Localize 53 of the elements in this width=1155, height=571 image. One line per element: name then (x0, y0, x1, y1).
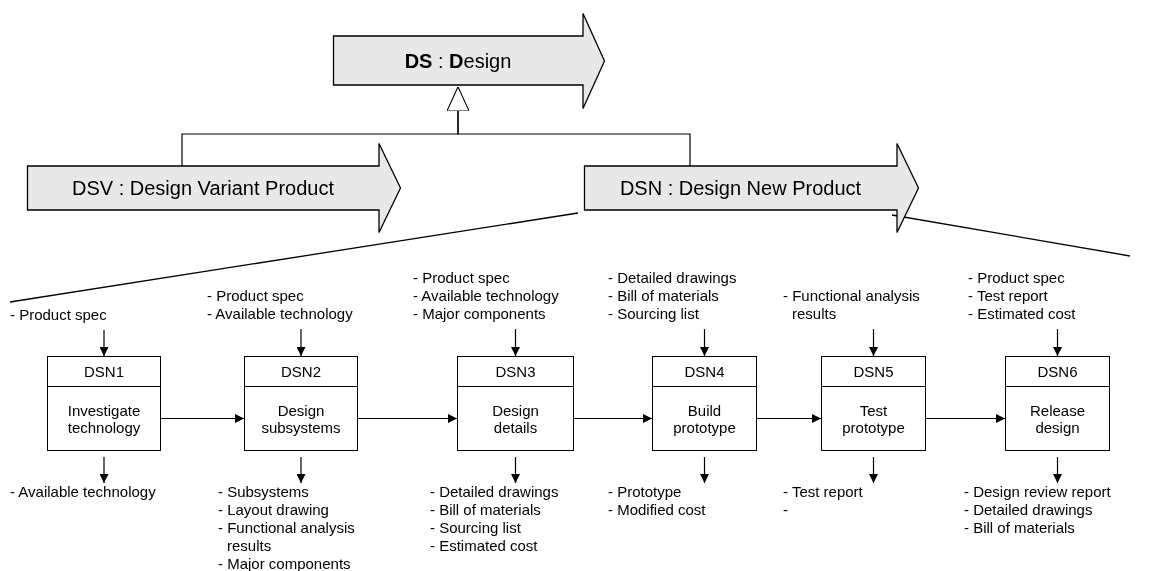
process-label: Design details (491, 401, 540, 436)
process-label: Investigate technology (66, 401, 142, 436)
output-list: - Detailed drawings - Bill of materials - Sourcing list - Estimated cost (430, 483, 600, 555)
generalization-arrow (446, 86, 691, 167)
input-list: - Detailed drawings - Bill of materials - Sourcing list (608, 269, 773, 323)
process-label: Build prototype (672, 401, 737, 436)
process-box (244, 356, 358, 451)
process-label: Release design (1028, 401, 1086, 436)
arrow (160, 414, 245, 423)
arrow (296, 456, 306, 484)
input-list: - Product spec - Available technology (207, 287, 397, 323)
arrow (99, 456, 109, 484)
output-list: - Test report - (783, 483, 913, 519)
block-arrow (333, 13, 605, 109)
process-id: DSN4 (653, 357, 756, 387)
arrow (700, 328, 709, 357)
block-arrow (584, 143, 919, 233)
arrow (573, 414, 653, 423)
process-id: DSN6 (1006, 357, 1109, 387)
arrow (1053, 328, 1062, 357)
arrow-label: DSV : Design Variant Product (71, 176, 335, 200)
input-list: - Product spec (10, 306, 150, 324)
arrow-label: DS : Design (403, 48, 513, 73)
arrow-label: DSN : Design New Product (618, 176, 863, 200)
input-list: - Product spec - Available technology - Major components (413, 269, 588, 323)
process-box (652, 356, 757, 451)
block-arrow (27, 143, 401, 233)
output-list: - Design review report - Detailed drawings - Bill of materials (964, 483, 1154, 537)
process-label: Design subsystems (260, 401, 342, 436)
output-list: - Available technology (10, 483, 200, 501)
arrow (511, 456, 520, 484)
process-box (47, 356, 161, 451)
input-list: - Product spec - Test report - Estimated cost (968, 269, 1108, 323)
arrow (756, 414, 822, 423)
arrow (700, 456, 709, 484)
input-list: - Functional analysis results (783, 287, 958, 323)
arrow (869, 328, 878, 357)
process-id: DSN3 (458, 357, 573, 387)
arrow (296, 328, 306, 357)
process-label: Test prototype (841, 401, 906, 436)
process-box (821, 356, 926, 451)
arrow (511, 328, 520, 357)
arrow (357, 414, 458, 423)
process-box (1005, 356, 1110, 451)
process-id: DSN1 (48, 357, 160, 387)
output-list: - Prototype - Modified cost (608, 483, 748, 519)
arrow (99, 329, 109, 357)
process-id: DSN2 (245, 357, 357, 387)
arrow (1053, 456, 1062, 484)
arrow (925, 414, 1006, 423)
process-id: DSN5 (822, 357, 925, 387)
arrow (869, 456, 878, 484)
process-box (457, 356, 574, 451)
